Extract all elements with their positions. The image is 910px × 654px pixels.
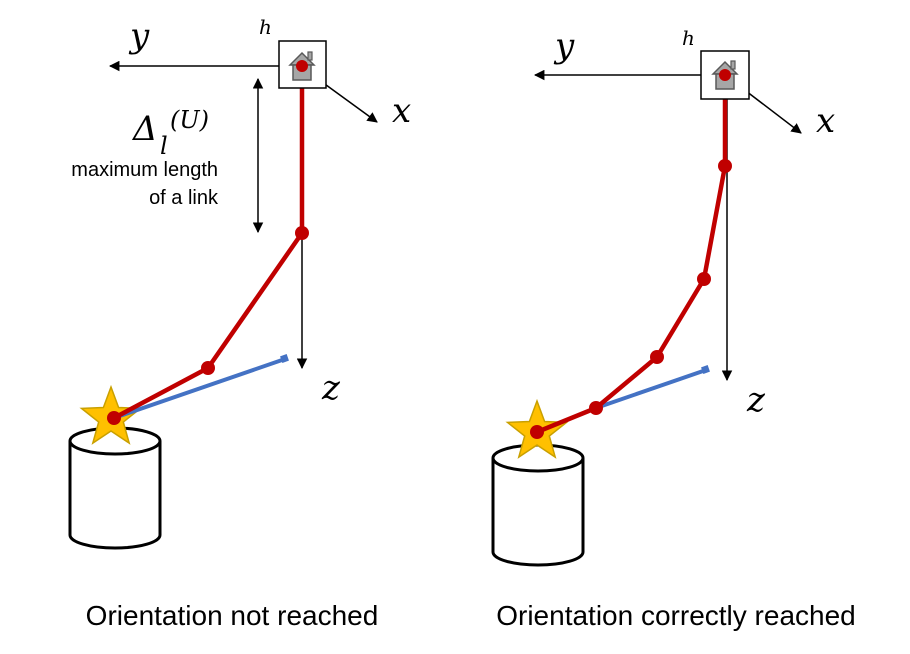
chain-joint xyxy=(650,350,664,364)
left-panel: y x z h Δ l (U) maximum length of a link… xyxy=(68,15,411,631)
chain-joint xyxy=(697,272,711,286)
chain-joint xyxy=(718,159,732,173)
home-frame-label: h xyxy=(682,26,695,50)
z-axis-label: z xyxy=(746,380,766,420)
chain-base-joint xyxy=(719,69,731,81)
x-axis-label: x xyxy=(816,101,835,141)
chain-joint xyxy=(589,401,603,415)
y-axis-label: y xyxy=(553,26,575,66)
orientation-vector-tip xyxy=(280,354,289,363)
orientation-vector-tip xyxy=(701,365,710,374)
delta-subscript: l xyxy=(160,132,168,160)
kinematic-chain xyxy=(112,66,305,420)
delta-superscript: (U) xyxy=(170,106,209,134)
cylinder-icon xyxy=(491,443,585,567)
end-effector-joint xyxy=(107,411,121,425)
end-effector-joint xyxy=(530,425,544,439)
delta-symbol: Δ xyxy=(131,109,158,149)
max-length-label-line2: of a link xyxy=(149,187,219,209)
orientation-vector xyxy=(595,368,707,410)
right-panel: y x z h Orientation correctly reached xyxy=(491,26,856,631)
chain-base-joint xyxy=(296,60,308,72)
chain-joint xyxy=(295,226,309,240)
y-axis-label: y xyxy=(128,16,150,56)
home-frame-label: h xyxy=(259,15,272,39)
cylinder-icon xyxy=(68,426,162,550)
orientation-vector xyxy=(113,357,286,420)
right-caption: Orientation correctly reached xyxy=(496,600,856,631)
kinematic-chain xyxy=(536,75,728,435)
left-caption: Orientation not reached xyxy=(86,600,379,631)
x-axis-label: x xyxy=(392,91,411,131)
z-axis-label: z xyxy=(321,368,341,408)
chain-joint xyxy=(201,361,215,375)
max-length-label-line1: maximum length xyxy=(71,159,218,181)
